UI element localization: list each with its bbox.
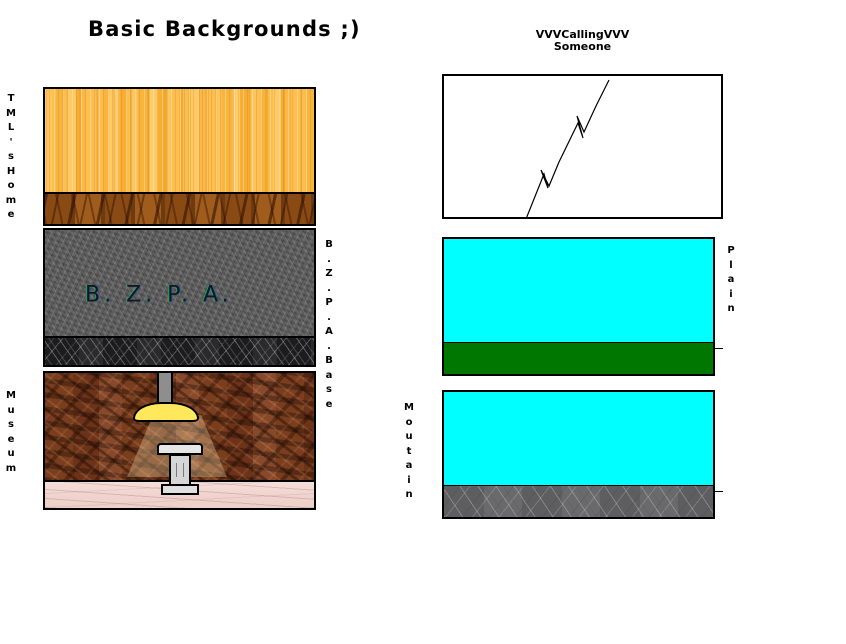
label-museum: M u s e u m (5, 390, 17, 474)
pedestal-base (161, 484, 199, 495)
plain-grass-ground (444, 342, 713, 374)
home-wood-floor (45, 192, 314, 224)
mountain-sky (444, 392, 713, 486)
bzpa-overlay-text: B. Z. P. A. (85, 282, 233, 308)
plain-sky (444, 239, 713, 343)
pedestal-column-icon (157, 443, 203, 495)
calling-title-line1: VVVCallingVVV (535, 28, 630, 41)
label-bzpa-base: B . Z . P . A . B a s e (325, 239, 333, 410)
zigzag-signal-line-icon (526, 79, 610, 217)
panel-calling[interactable] (442, 74, 723, 219)
label-tmls-home: T M L ' s H o m e (5, 93, 17, 220)
calling-title: VVVCallingVVV Someone (440, 29, 725, 53)
lamp-shade-icon (133, 402, 199, 422)
label-mountain: M o u t a i n (404, 402, 414, 500)
panel-home[interactable] (43, 87, 316, 226)
panel-bzpa-base[interactable]: B. Z. P. A. (43, 228, 316, 367)
label-plain: P l a i n (727, 245, 735, 314)
bzpa-stone-wall (45, 230, 314, 338)
panel-museum[interactable] (43, 371, 316, 510)
panel-mountain[interactable] (442, 390, 715, 519)
bzpa-stone-floor (45, 336, 314, 365)
lamp-pole-icon (157, 373, 173, 405)
home-wood-wall (45, 89, 314, 194)
page-title: Basic Backgrounds ;) (88, 17, 361, 41)
plain-edge-tick (715, 348, 723, 349)
pedestal-shaft (169, 454, 191, 486)
mountain-edge-tick (715, 491, 723, 492)
calling-title-line2: Someone (553, 40, 612, 53)
panel-plain[interactable] (442, 237, 715, 376)
mountain-rock-ground (444, 485, 713, 517)
